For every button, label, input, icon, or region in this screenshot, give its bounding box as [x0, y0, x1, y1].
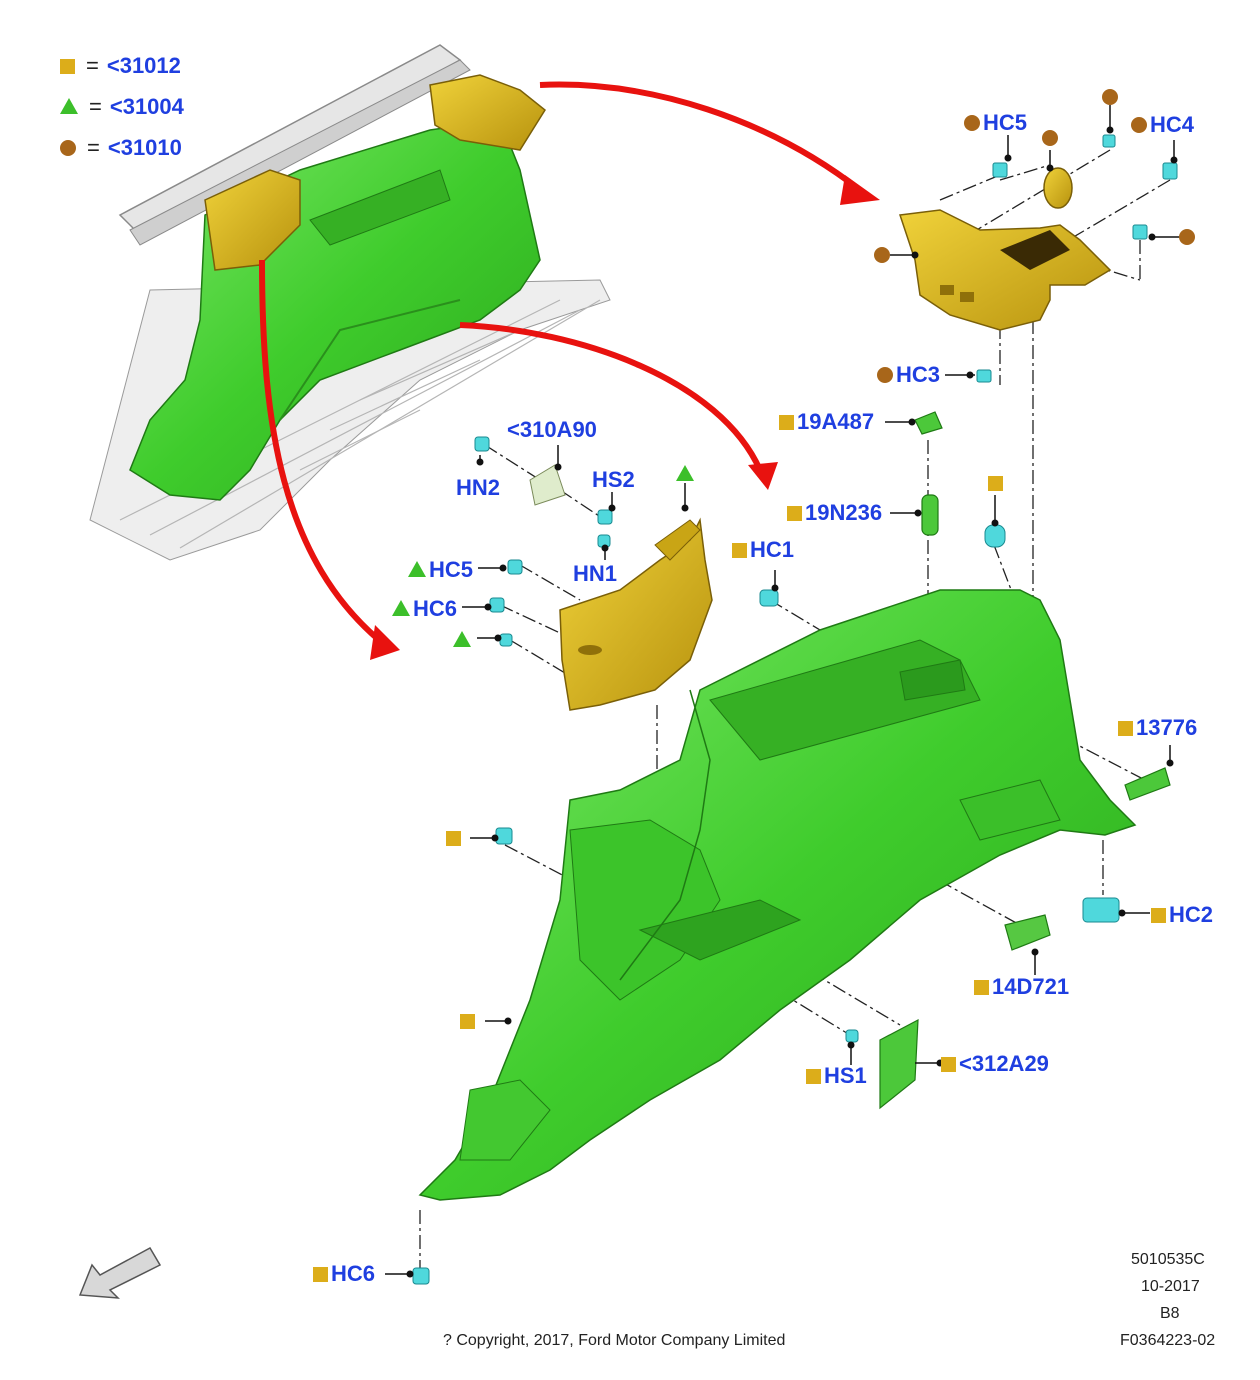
- drawing-date: 10-2017: [1141, 1278, 1200, 1295]
- callout-hc2: HC2: [1151, 903, 1213, 927]
- c-pillar-lower-trim: [559, 517, 713, 711]
- square-symbol-icon: [1118, 720, 1133, 736]
- cyan-clips: [412, 134, 1178, 1285]
- upper-trim-assembly: [898, 167, 1112, 331]
- callout-text: <310A90: [507, 417, 597, 442]
- lower-quarter-trim-panel: [418, 589, 1137, 1201]
- square-symbol-icon: [1151, 907, 1166, 923]
- callout-14d721: 14D721: [974, 975, 1069, 999]
- legend-row-square: = <31012: [60, 54, 181, 78]
- callout-13776: 13776: [1118, 716, 1197, 740]
- callout-hs2: HS2: [592, 468, 635, 492]
- callout-text: HC5: [983, 110, 1028, 135]
- legend-eq: =: [87, 135, 100, 160]
- callout-hc4-top: HC4: [1131, 113, 1194, 137]
- callout-text: HC1: [750, 537, 795, 562]
- square-symbol-icon: [787, 505, 802, 521]
- callout-hc5-top: HC5: [964, 111, 1027, 135]
- callout-hn1: HN1: [573, 562, 617, 586]
- installed-upper-trim-right: [429, 74, 546, 151]
- legend-row-circle: = <31010: [60, 136, 182, 160]
- red-arrowheads: [370, 175, 880, 660]
- copyright-notice: ? Copyright, 2017, Ford Motor Company Li…: [443, 1332, 786, 1349]
- legend-code: <31004: [109, 94, 184, 119]
- square-symbol-icon: [974, 979, 989, 995]
- circle-symbol-icon: [877, 367, 893, 383]
- square-symbol-icon: [941, 1056, 956, 1072]
- callout-text: HC5: [429, 557, 474, 582]
- triangle-symbol-icon: [60, 98, 78, 114]
- triangle-symbol-icon: [392, 600, 410, 616]
- callout-text: 13776: [1136, 715, 1198, 740]
- callout-hn2: HN2: [456, 476, 500, 500]
- callout-text: HC2: [1169, 902, 1214, 927]
- callout-310a90: <310A90: [507, 418, 597, 442]
- callout-hc6-bottom: HC6: [313, 1262, 375, 1286]
- square-symbol-icon: [313, 1266, 328, 1282]
- callout-text: HC6: [413, 596, 458, 621]
- callout-text: HS2: [592, 467, 635, 492]
- square-symbol-icon: [732, 542, 747, 558]
- callout-text: HC3: [896, 362, 941, 387]
- circle-symbol-icon: [1131, 117, 1147, 133]
- callout-text: HC6: [331, 1261, 376, 1286]
- square-symbol-icon: [806, 1068, 821, 1084]
- legend-code: <31010: [107, 135, 182, 160]
- legend-row-triangle: = <31004: [60, 95, 184, 119]
- vehicle-direction-arrow-icon: [78, 1246, 162, 1299]
- callout-text: 19N236: [805, 500, 883, 525]
- callout-text: 19A487: [797, 409, 875, 434]
- drawing-code: 5010535C: [1131, 1251, 1205, 1268]
- callout-text: HS1: [824, 1063, 867, 1088]
- square-symbol-icon: [779, 414, 794, 430]
- small-trim-parts: [529, 411, 1171, 1110]
- callout-dots: [406, 126, 1178, 1278]
- callout-text: HC4: [1150, 112, 1195, 137]
- callout-312a29: <312A29: [941, 1052, 1049, 1076]
- red-arrows: [259, 81, 862, 648]
- callout-19a487: 19A487: [779, 410, 874, 434]
- drawing-reference: F0364223-02: [1120, 1332, 1216, 1349]
- legend-eq: =: [86, 53, 99, 78]
- callout-19n236: 19N236: [787, 501, 882, 525]
- callout-hc1: HC1: [732, 538, 794, 562]
- circle-symbol-icon: [964, 115, 980, 131]
- square-symbol-icon: [60, 58, 75, 74]
- callout-hs1: HS1: [806, 1064, 867, 1088]
- callout-text: <312A29: [959, 1051, 1049, 1076]
- legend-eq: =: [89, 94, 102, 119]
- callout-text: 14D721: [992, 974, 1070, 999]
- callout-hc5-mid: HC5: [408, 558, 473, 582]
- callout-hc3: HC3: [877, 363, 940, 387]
- installed-upper-trim-left: [204, 169, 301, 271]
- circle-symbol-icon: [60, 140, 76, 156]
- callout-text: HN2: [456, 475, 501, 500]
- callout-hc6-mid: HC6: [392, 597, 457, 621]
- legend-code: <31012: [106, 53, 181, 78]
- drawing-revision: B8: [1160, 1305, 1180, 1322]
- callout-text: HN1: [573, 561, 618, 586]
- triangle-symbol-icon: [408, 561, 426, 577]
- standalone-symbols: [446, 89, 1195, 1029]
